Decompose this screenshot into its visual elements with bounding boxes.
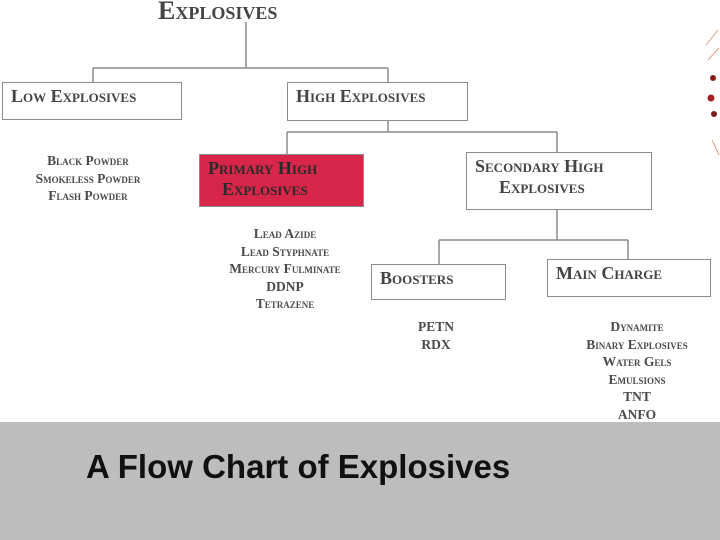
list-item: RDX [421,336,451,352]
low-explosives-list: Black Powder Smokeless Powder Flash Powd… [8,152,168,205]
slide-edge-decoration [705,29,720,156]
list-item: Binary Explosives [586,336,688,352]
high-explosives-label: High Explosives [296,86,426,106]
explosives-flow-chart: Explosives Low Explosives High Explosive… [0,0,720,422]
list-item: DDNP [266,278,304,294]
list-item: Smokeless Powder [35,170,141,186]
list-item: ANFO [617,406,657,422]
high-explosives-node: High Explosives [287,82,468,121]
boosters-label: Boosters [380,268,454,288]
list-item: Flash Powder [48,188,128,204]
low-explosives-label: Low Explosives [11,86,137,106]
main-charge-label: Main Charge [556,263,662,283]
list-item: Black Powder [47,153,129,168]
list-item: Lead Styphnate [240,243,330,259]
primary-high-explosives-node: Primary High Explosives [199,154,364,207]
secondary-label-line2: Explosives [499,177,585,197]
slide-caption: A Flow Chart of Explosives [86,448,511,485]
list-item: Mercury Fulminate [229,261,341,277]
primary-explosives-list: Lead Azide Lead Styphnate Mercury Fulmin… [200,225,370,313]
list-item: Tetrazene [255,296,315,312]
boosters-list: PETN RDX [396,318,476,353]
main-charge-list: Dynamite Binary Explosives Water Gels Em… [562,318,712,422]
list-item: PETN [417,319,454,334]
secondary-label-line1: Secondary High [475,156,604,176]
primary-label-line2: Explosives [222,179,308,199]
list-item: Emulsions [608,371,666,387]
secondary-high-explosives-node: Secondary High Explosives [466,152,652,210]
caption-band [0,422,720,540]
list-item: Lead Azide [253,226,317,241]
list-item: Water Gels [602,354,672,370]
list-item: TNT [623,389,651,405]
connector-lines [92,22,629,264]
boosters-node: Boosters [371,264,506,300]
diagram-title: Explosives [158,0,278,25]
list-item: Dynamite [610,319,664,334]
low-explosives-node: Low Explosives [2,82,182,120]
primary-label-line1: Primary High [208,158,318,178]
main-charge-node: Main Charge [547,259,711,297]
